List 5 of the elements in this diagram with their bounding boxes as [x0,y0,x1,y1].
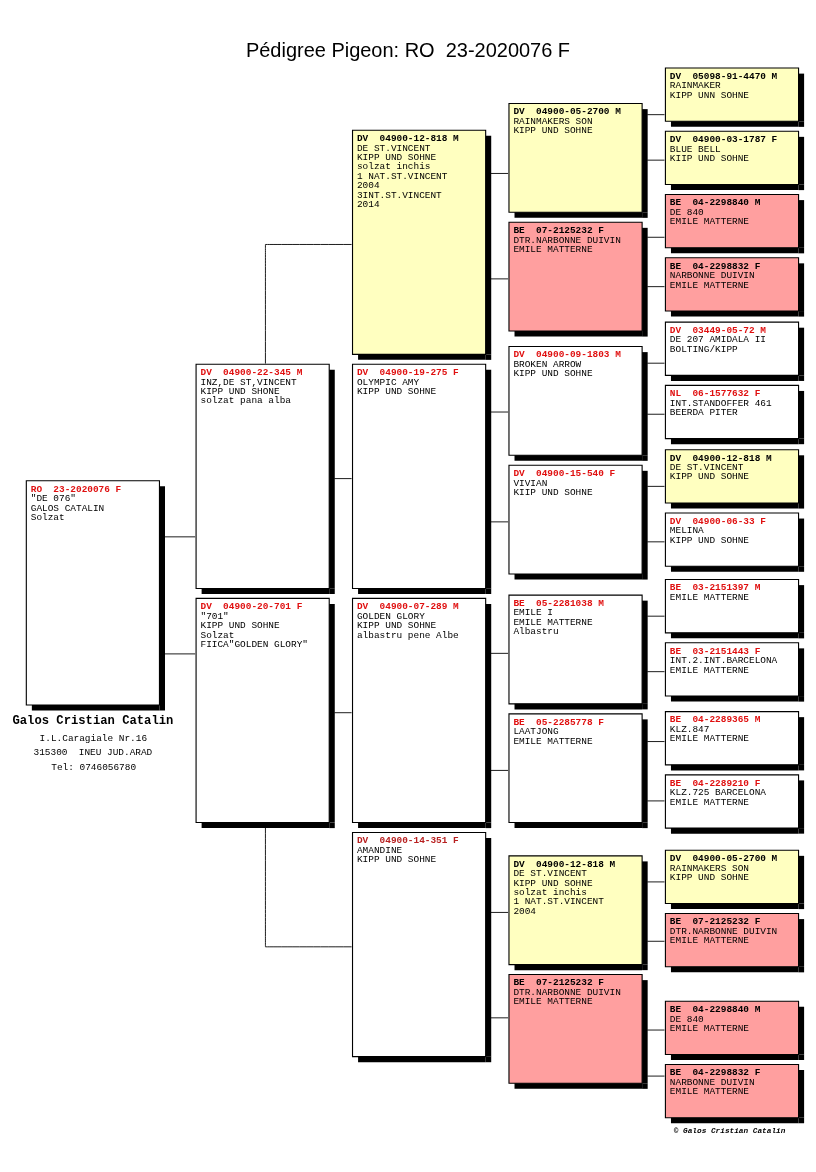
label: Tel: 0746056780 [51,761,137,773]
diagram-title: Pédigree Pigeon: RO 23-2020076 F [245,38,571,61]
label: Galos Cristian Catalin [12,713,174,728]
label: 315300 INEU JUD.ARAD [33,746,153,758]
label: I.L.Caragiale Nr.16 [39,732,148,744]
